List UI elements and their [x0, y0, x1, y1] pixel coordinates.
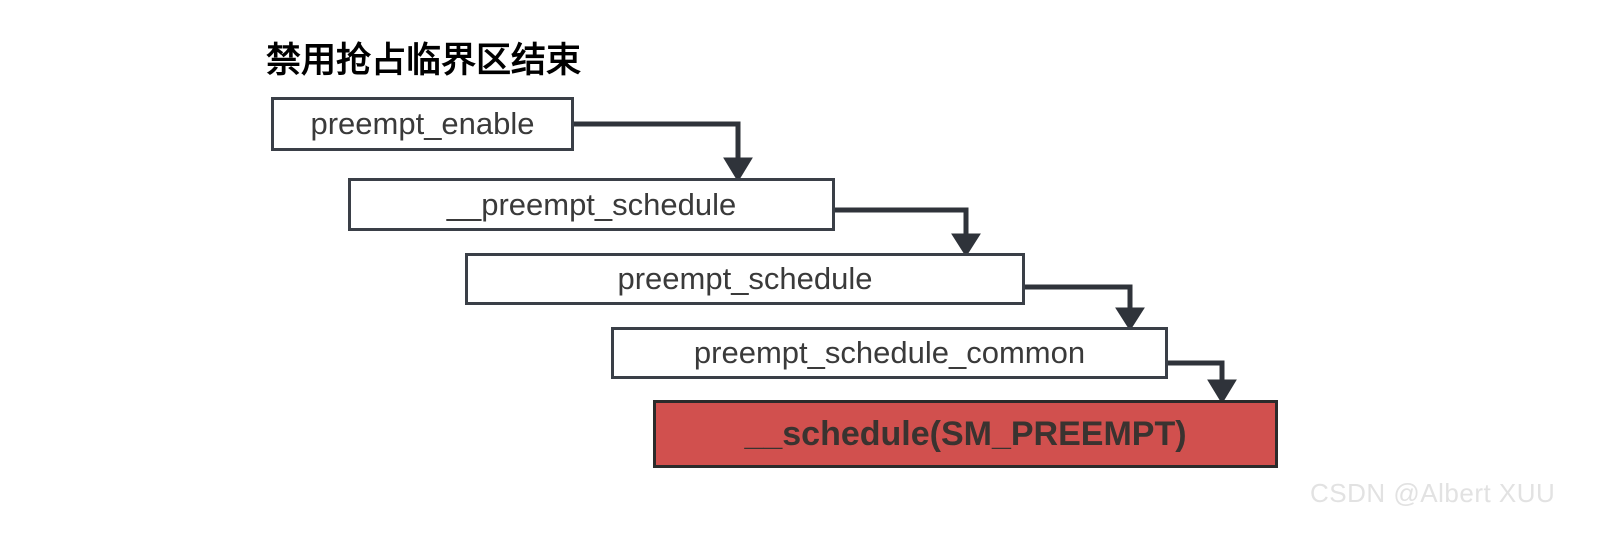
node-label: __schedule(SM_PREEMPT)	[744, 414, 1187, 453]
node-label: preempt_schedule_common	[693, 335, 1086, 370]
node-preempt-enable[interactable]: preempt_enable	[271, 97, 574, 151]
connector-preempt-schedule-to-preempt-schedule2	[835, 207, 981, 257]
connector-common-to-schedule	[1168, 360, 1237, 404]
node-schedule-sm-preempt[interactable]: __schedule(SM_PREEMPT)	[653, 400, 1278, 468]
node-label: preempt_schedule	[617, 261, 873, 296]
connector-preempt-schedule2-to-common	[1025, 284, 1145, 331]
node-label: __preempt_schedule	[446, 186, 737, 222]
page-title: 禁用抢占临界区结束	[266, 41, 582, 80]
watermark: CSDN @Albert XUU	[1310, 478, 1556, 508]
node-label: preempt_enable	[310, 106, 535, 141]
node-preempt-schedule[interactable]: preempt_schedule	[465, 253, 1025, 305]
connector-preempt-enable-to-preempt-schedule	[574, 121, 753, 182]
node-preempt-schedule-common[interactable]: preempt_schedule_common	[611, 327, 1168, 379]
node-preempt-schedule-underscore[interactable]: __preempt_schedule	[348, 178, 835, 231]
